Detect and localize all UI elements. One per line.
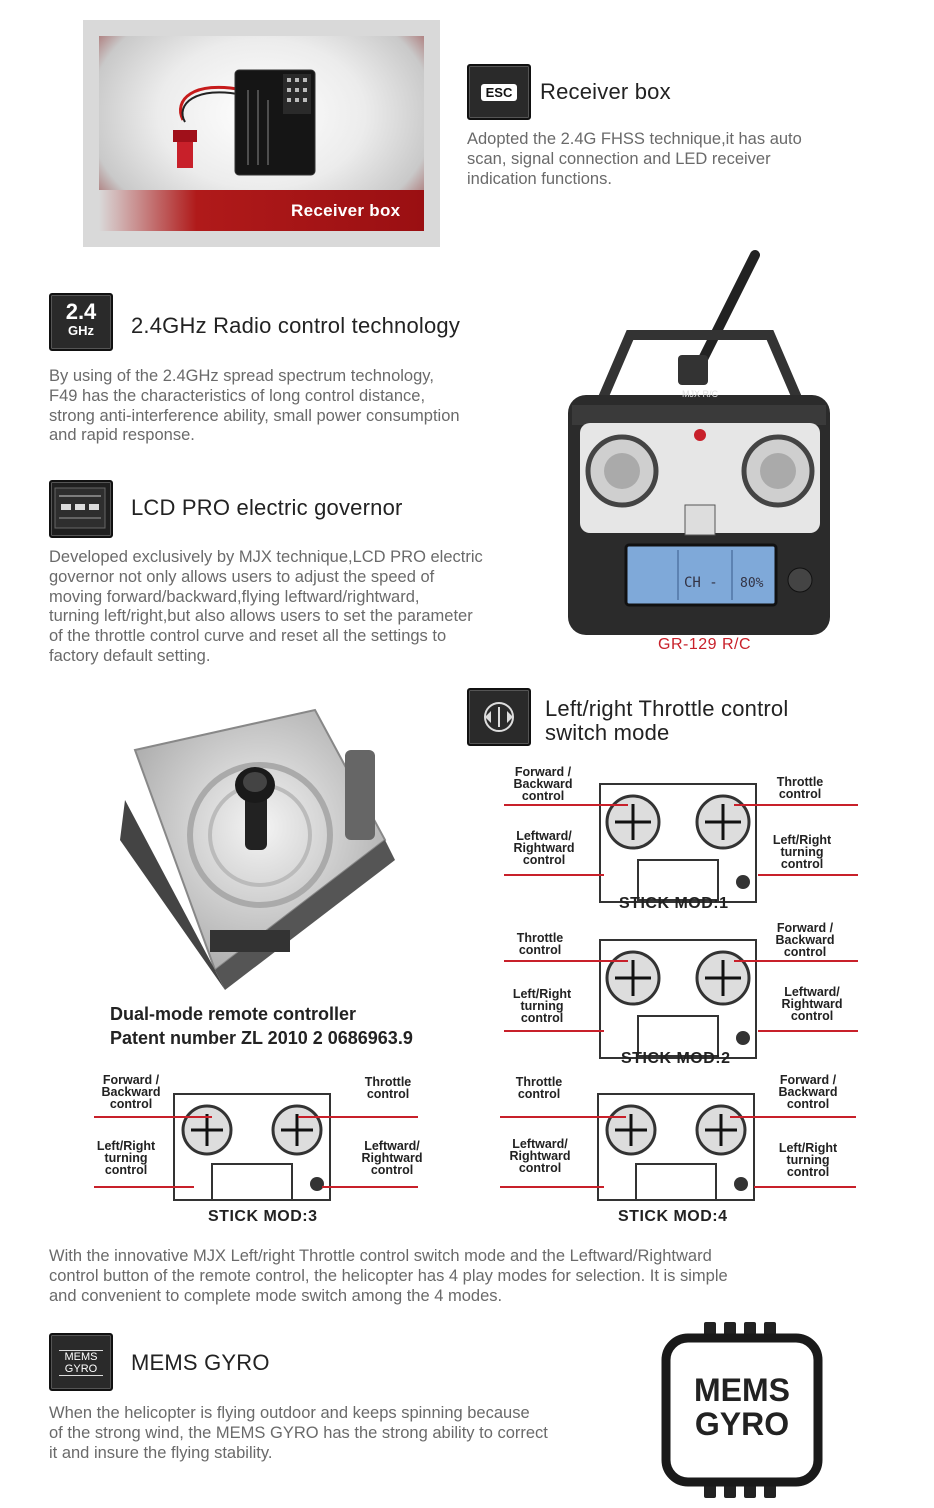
- stick-mode-4: Throttle control Leftward/ Rightward con…: [500, 1070, 860, 1220]
- radio-title: 2.4GHz Radio control technology: [131, 313, 461, 338]
- mode2-controller: [599, 939, 757, 1059]
- mode3-bottom-right: Leftward/ Rightward control: [361, 1139, 423, 1177]
- mode3-top-left: Forward / Backward control: [101, 1073, 161, 1111]
- mode4-bottom-right: Left/Right turning control: [778, 1141, 838, 1179]
- mode1-top-right: Throttle control: [776, 775, 824, 801]
- dual-mode-line2: Patent number ZL 2010 2 0686963.9: [110, 1028, 413, 1048]
- lcd-screen-icon: [49, 480, 113, 538]
- svg-text:CH -: CH -: [684, 575, 718, 591]
- switch-mode-title-1: Left/right Throttle control: [545, 696, 789, 721]
- modes-description: With the innovative MJX Left/right Throt…: [49, 1247, 728, 1305]
- stick-mode-1: Forward / Backward control Leftward/ Rig…: [502, 762, 862, 912]
- radio-description: By using of the 2.4GHz spread spectrum t…: [49, 367, 460, 445]
- gimbal-illustration: [120, 708, 395, 990]
- gyro-title: MEMS GYRO: [131, 1350, 270, 1375]
- receiver-photo-caption: Receiver box: [291, 201, 401, 220]
- mode1-bottom-right: Left/Right turning control: [772, 833, 832, 871]
- transmitter-caption: GR-129 R/C: [658, 636, 752, 653]
- stick-mode-2: Throttle control Left/Right turning cont…: [502, 918, 862, 1068]
- receiver-photo: Receiver box: [83, 20, 440, 247]
- dual-mode-line1: Dual-mode remote controller: [110, 1004, 357, 1024]
- mode2-top-left: Throttle control: [516, 931, 564, 957]
- mode1-bottom-left: Leftward/ Rightward control: [513, 829, 575, 867]
- mode2-bottom-left: Left/Right turning control: [512, 987, 572, 1025]
- mode4-top-right: Forward / Backward control: [778, 1073, 838, 1111]
- ghz-icon: 2.4 GHz: [49, 293, 113, 351]
- mems-gyro-chip: MEMS GYRO: [660, 1320, 830, 1500]
- mode4-top-left: Throttle control: [515, 1075, 563, 1101]
- chip-text-1: MEMS: [694, 1372, 790, 1408]
- mode3-bottom-left: Left/Right turning control: [96, 1139, 156, 1177]
- svg-text:80%: 80%: [740, 576, 764, 591]
- mode3-caption: STICK MOD:3: [208, 1208, 318, 1225]
- mode4-controller: [597, 1093, 755, 1201]
- gyro-description: When the helicopter is flying outdoor an…: [49, 1404, 548, 1462]
- switch-mode-icon: [467, 688, 531, 746]
- svg-text:MJX R/C: MJX R/C: [682, 389, 719, 399]
- mode4-caption: STICK MOD:4: [618, 1208, 728, 1225]
- mems-gyro-icon: MEMS GYRO: [49, 1333, 113, 1391]
- mode3-controller: [173, 1093, 331, 1201]
- mode4-bottom-left: Leftward/ Rightward control: [509, 1137, 571, 1175]
- mode2-top-right: Forward / Backward control: [775, 921, 835, 959]
- switch-mode-title-2: switch mode: [545, 720, 670, 745]
- stick-mode-3: Forward / Backward control Left/Right tu…: [90, 1070, 450, 1220]
- mode2-caption: STICK MOD:2: [621, 1050, 731, 1067]
- mode1-caption: STICK MOD:1: [619, 895, 729, 912]
- lcd-title: LCD PRO electric governor: [131, 495, 403, 520]
- chip-text-2: GYRO: [694, 1406, 790, 1442]
- esc-icon: ESC: [467, 64, 531, 120]
- mode3-top-right: Throttle control: [364, 1075, 412, 1101]
- receiver-box-illustration: [173, 69, 316, 176]
- mode2-bottom-right: Leftward/ Rightward control: [781, 985, 843, 1023]
- mode1-top-left: Forward / Backward control: [513, 765, 573, 803]
- receiver-title: Receiver box: [540, 79, 671, 104]
- mode1-controller: [599, 783, 757, 903]
- transmitter-illustration: CH - 80% MJX R/C: [568, 250, 830, 635]
- receiver-description: Adopted the 2.4G FHSS technique,it has a…: [467, 130, 802, 188]
- lcd-description: Developed exclusively by MJX technique,L…: [49, 548, 483, 665]
